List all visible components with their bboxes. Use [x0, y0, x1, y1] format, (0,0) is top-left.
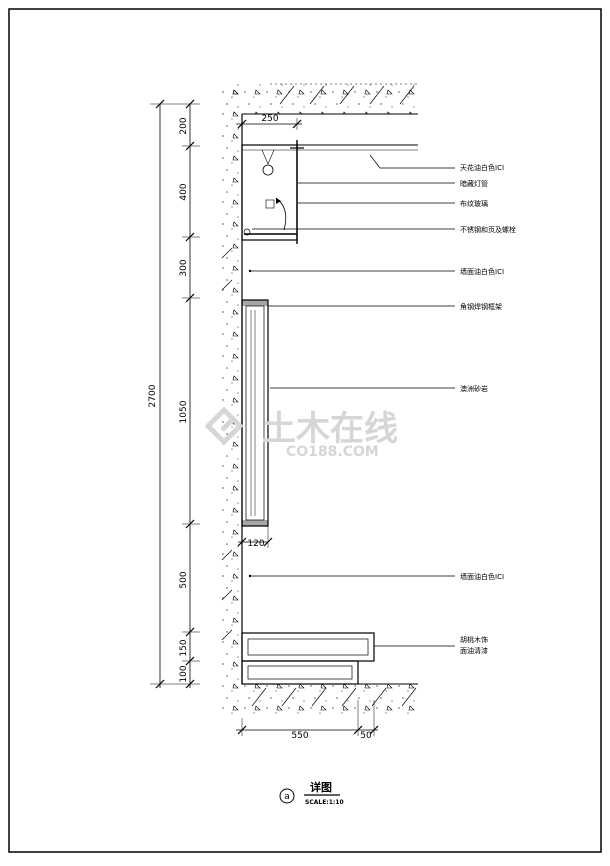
watermark-main: 土木在线 [262, 409, 398, 449]
floor-slab [222, 683, 418, 714]
dim-seg-6: 150 [179, 639, 189, 656]
dim-seg-7: 100 [179, 665, 189, 682]
note-varnish: 面油清漆 [460, 646, 488, 655]
dim-bottom-small: 50 [360, 731, 372, 741]
top-dimension: 250 [236, 114, 302, 130]
note-steel-hinge: 不锈钢和页及螺栓 [460, 225, 516, 234]
detail-marker: a [284, 792, 290, 802]
detail-title: 详图 [310, 780, 332, 794]
note-wall-paint-upper: 墙面油白色ICI [460, 267, 504, 276]
note-walnut: 胡桃木饰 [460, 635, 488, 644]
base-offset-dimension: 120 [237, 526, 273, 549]
dim-seg-3: 300 [179, 259, 189, 276]
dim-top-width: 250 [261, 114, 278, 124]
sandstone-panel [241, 299, 269, 527]
walnut-skirting [241, 632, 375, 685]
dim-base-offset: 120 [247, 539, 264, 549]
note-ceiling-paint: 天花油白色ICI [460, 163, 504, 172]
leader-lines [250, 154, 455, 647]
concealed-light-box [241, 140, 304, 244]
note-wall-paint-lower: 墙面油白色ICI [460, 572, 504, 581]
sheet-border [8, 8, 602, 853]
dim-seg-1: 200 [179, 117, 189, 134]
annotations: 天花油白色ICI 暗藏灯管 布纹玻璃 不锈钢和页及螺栓 墙面油白色ICI 角钢焊… [460, 163, 516, 655]
dim-seg-4: 1050 [179, 400, 189, 423]
note-frosted-glass: 布纹玻璃 [460, 199, 488, 208]
note-sandstone: 澳洲砂岩 [460, 384, 488, 393]
watermark: 土木在线 CO188.COM [204, 406, 398, 460]
wall-section [220, 84, 243, 684]
detail-marker-circle [279, 788, 295, 804]
dim-total: 2700 [148, 384, 158, 407]
bottom-dimensions: 550 50 [236, 700, 379, 741]
dim-bottom-width: 550 [291, 731, 308, 741]
ceiling-slab [222, 83, 418, 115]
title-block: a 详图 SCALE:1:10 [279, 780, 344, 806]
note-concealed-light: 暗藏灯管 [460, 179, 488, 188]
dim-seg-5: 500 [179, 571, 189, 588]
watermark-sub: CO188.COM [286, 444, 379, 460]
note-steel-frame: 角钢焊钢框架 [460, 302, 502, 311]
vertical-dimensions: 2700 200 400 300 1050 500 150 100 [148, 99, 200, 689]
dim-seg-2: 400 [179, 183, 189, 200]
detail-scale: SCALE:1:10 [305, 799, 344, 806]
